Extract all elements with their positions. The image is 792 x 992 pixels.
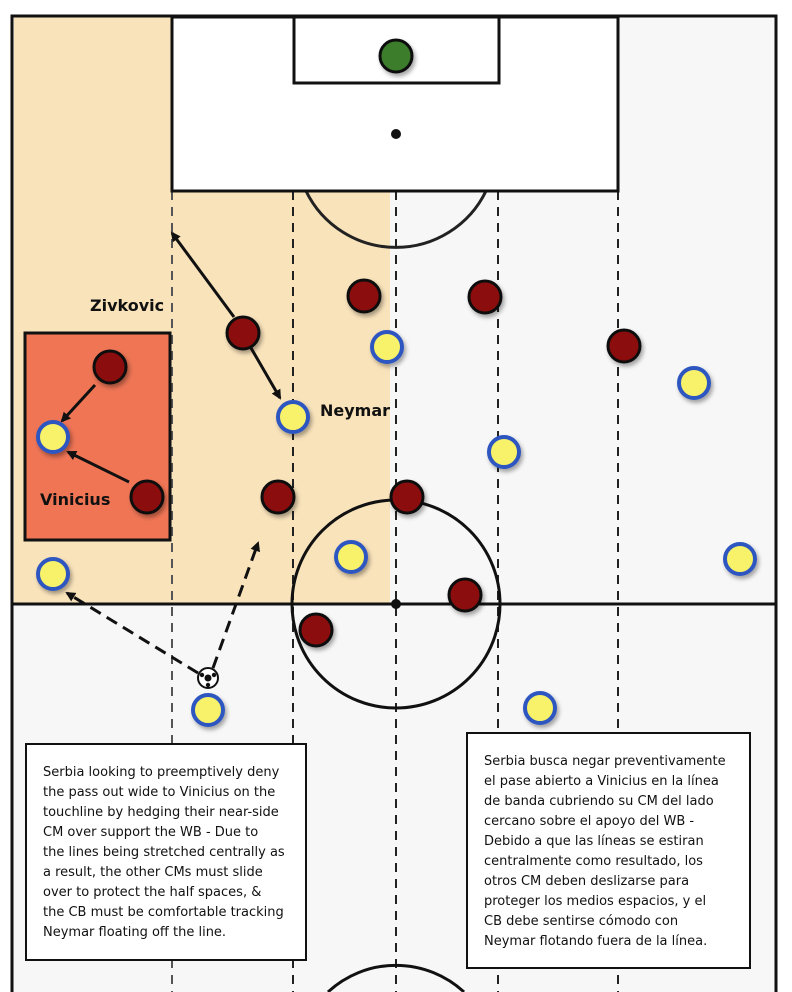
serbia-player-marker[interactable]	[346, 278, 382, 314]
arrows-layer	[60, 231, 282, 675]
pitch-boundary	[10, 14, 778, 992]
callout-english: Serbia looking to preemptively deny the …	[25, 743, 307, 961]
goalkeeper-marker[interactable]	[378, 38, 414, 74]
serbia-player-marker[interactable]	[467, 279, 503, 315]
penalty-arc	[304, 190, 488, 249]
serbia-player-marker[interactable]	[225, 315, 261, 351]
serbia-player-marker[interactable]	[389, 479, 425, 515]
brazil-player-marker[interactable]	[334, 540, 368, 574]
brazil-player-marker[interactable]	[370, 330, 404, 364]
movement-arrow	[170, 231, 236, 318]
serbia-player-marker[interactable]	[606, 328, 642, 364]
football-icon[interactable]	[197, 667, 219, 689]
serbia-player-marker[interactable]	[92, 349, 128, 385]
penalty-spot	[391, 129, 401, 139]
centre-spot	[391, 599, 401, 609]
brazil-player-marker[interactable]	[677, 366, 711, 400]
serbia-player-marker[interactable]	[298, 612, 334, 648]
brazil-player-marker[interactable]	[36, 420, 70, 454]
brazil-player-marker[interactable]	[723, 542, 757, 576]
dashed-pass-arrow	[211, 541, 260, 669]
dashed-pass-arrow	[65, 591, 199, 675]
label-neymar: Neymar	[320, 401, 390, 420]
label-vinicius: Vinicius	[40, 490, 110, 509]
brazil-player-marker[interactable]	[523, 691, 557, 725]
movement-arrow	[249, 347, 282, 400]
callout-spanish: Serbia busca negar preventivamente el pa…	[466, 732, 751, 969]
serbia-player-marker[interactable]	[260, 479, 296, 515]
label-zivkovic: Zivkovic	[90, 296, 164, 315]
bottom-circle-arc	[326, 963, 466, 992]
brazil-player-marker[interactable]	[487, 435, 521, 469]
brazil-player-marker[interactable]	[191, 693, 225, 727]
brazil-player-marker[interactable]	[36, 557, 70, 591]
serbia-player-marker[interactable]	[447, 577, 483, 613]
serbia-player-marker[interactable]	[129, 479, 165, 515]
pass-arrow	[60, 383, 97, 423]
brazil-player-marker[interactable]	[276, 400, 310, 434]
players-layer	[36, 38, 757, 727]
pass-arrow	[66, 450, 130, 484]
